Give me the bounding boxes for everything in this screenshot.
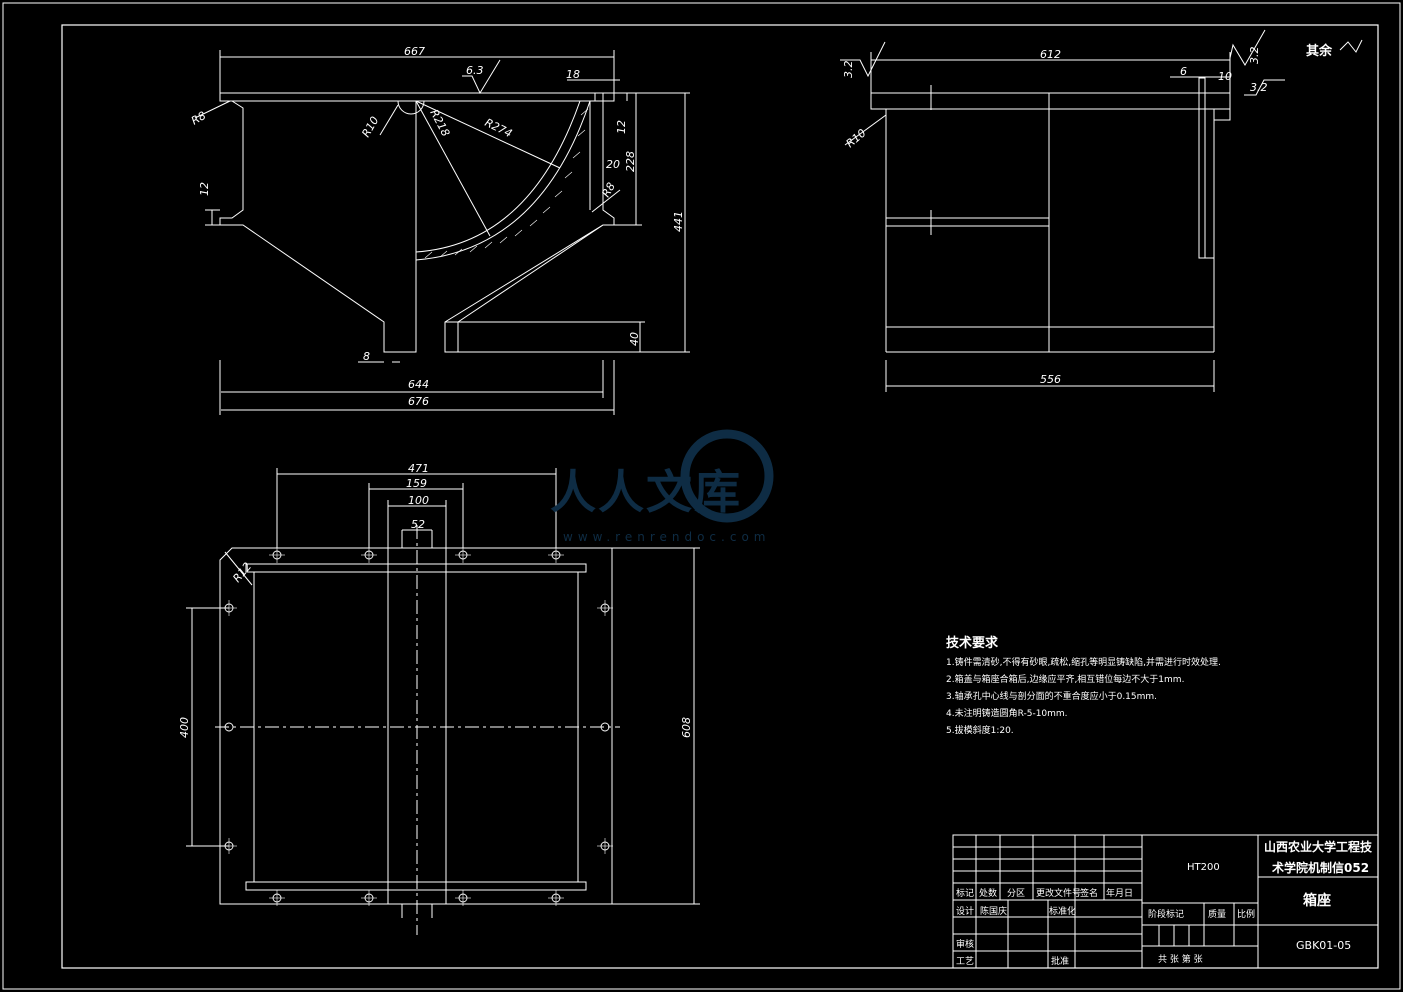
dim-r8-top: R8 bbox=[189, 109, 208, 128]
dim-12-left: 12 bbox=[198, 182, 211, 196]
dim-667: 667 bbox=[404, 45, 425, 58]
top-view bbox=[186, 468, 700, 935]
inner-frame bbox=[61, 24, 1379, 969]
tb-standard: 标准化 bbox=[1049, 907, 1077, 917]
tb-design: 设计 bbox=[956, 907, 975, 917]
dim-20: 20 bbox=[606, 158, 620, 171]
dim-r8-right: R8 bbox=[599, 180, 618, 199]
dim-18: 18 bbox=[566, 68, 580, 81]
dim-r274: R274 bbox=[483, 116, 514, 140]
dim-441: 441 bbox=[672, 211, 685, 232]
dim-471: 471 bbox=[408, 462, 429, 475]
tb-approve: 批准 bbox=[1051, 957, 1070, 967]
dim-556: 556 bbox=[1040, 373, 1061, 386]
tb-school-1: 山西农业大学工程技 bbox=[1264, 840, 1373, 854]
tb-material: HT200 bbox=[1187, 862, 1220, 873]
technical-requirements: 技术要求 1.铸件需清砂,不得有砂眼,疏松,缩孔等明显铸缺陷,并需进行时效处理.… bbox=[946, 632, 1221, 740]
dim-644: 644 bbox=[408, 378, 429, 391]
watermark-text: 人人文库 bbox=[550, 465, 742, 519]
dim-159: 159 bbox=[406, 477, 427, 490]
tech-item-1: 1.铸件需清砂,不得有砂眼,疏松,缩孔等明显铸缺陷,并需进行时效处理. bbox=[946, 658, 1221, 668]
dim-r10: R10 bbox=[359, 114, 381, 139]
side-view bbox=[840, 29, 1363, 392]
watermark-url: www.renrendoc.com bbox=[563, 530, 771, 544]
tb-header-count: 处数 bbox=[979, 889, 998, 899]
tech-item-2: 2.箱盖与箱座合箱后,边缘应平齐,相互错位每边不大于1mm. bbox=[946, 675, 1185, 685]
tb-drawing-no: GBK01-05 bbox=[1296, 939, 1352, 952]
tech-item-5: 5.拔模斜度1:20. bbox=[946, 726, 1014, 736]
front-view bbox=[194, 50, 690, 415]
tb-header-mark: 标记 bbox=[956, 889, 975, 899]
dim-roughness-left: 3.2 bbox=[842, 61, 855, 79]
dim-roughness-right2: 3.2 bbox=[1250, 81, 1268, 94]
dim-400: 400 bbox=[178, 717, 191, 738]
tb-header-doc: 更改文件号 bbox=[1036, 889, 1082, 899]
tech-item-4: 4.未注明铸造圆角R-5-10mm. bbox=[946, 709, 1068, 719]
dim-612: 612 bbox=[1040, 48, 1061, 61]
tb-header-date: 年月日 bbox=[1106, 889, 1134, 899]
dim-r218: R218 bbox=[427, 107, 452, 138]
tb-stage: 阶段标记 bbox=[1148, 910, 1185, 920]
dim-100: 100 bbox=[408, 494, 429, 507]
dim-676: 676 bbox=[408, 395, 429, 408]
dim-12-right: 12 bbox=[615, 120, 628, 134]
dim-10: 10 bbox=[1218, 70, 1232, 83]
tb-header-sign: 签名 bbox=[1080, 889, 1099, 899]
title-block bbox=[952, 834, 1379, 969]
dim-8: 8 bbox=[363, 350, 370, 363]
dim-40: 40 bbox=[628, 332, 641, 346]
rest-label: 其余 bbox=[1306, 44, 1333, 59]
dim-228: 228 bbox=[624, 151, 637, 172]
tech-item-3: 3.轴承孔中心线与剖分面的不重合度应小于0.15mm. bbox=[946, 692, 1158, 702]
dim-roughness-right: 3.2 bbox=[1248, 47, 1261, 65]
watermark-logo bbox=[680, 429, 774, 523]
watermark: 人人文库 www.renrendoc.com bbox=[545, 420, 845, 550]
tech-title: 技术要求 bbox=[946, 636, 999, 651]
tb-sheets: 共 张 第 张 bbox=[1158, 955, 1203, 965]
tb-header-zone: 分区 bbox=[1007, 889, 1026, 899]
tb-weight: 质量 bbox=[1208, 910, 1227, 920]
dim-52: 52 bbox=[411, 518, 425, 531]
dim-6: 6 bbox=[1180, 65, 1187, 78]
tb-designer: 陈国庆 bbox=[980, 907, 1008, 917]
tb-school-2: 术学院机制信052 bbox=[1272, 861, 1370, 875]
tb-part-name: 箱座 bbox=[1303, 893, 1331, 909]
tb-process: 工艺 bbox=[956, 957, 975, 967]
dim-608: 608 bbox=[680, 717, 693, 738]
tb-scale: 比例 bbox=[1237, 910, 1256, 920]
tb-review: 审核 bbox=[956, 940, 975, 950]
dim-roughness-6.3: 6.3 bbox=[466, 64, 484, 77]
